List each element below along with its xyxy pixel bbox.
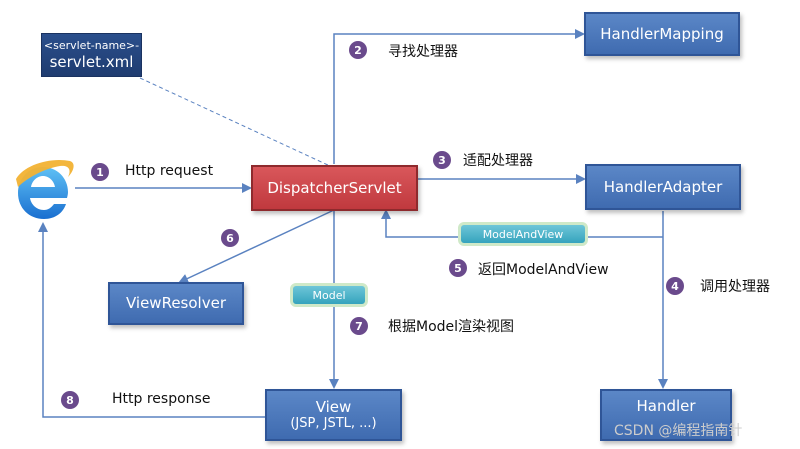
step-7-badge: 7 (350, 317, 368, 335)
dispatcher-servlet-label: DispatcherServlet (267, 178, 402, 197)
view-box: View (JSP, JSTL, ...) (265, 389, 402, 441)
watermark: CSDN @编程指南针 (614, 423, 743, 439)
internet-explorer-icon (16, 159, 74, 219)
find-handler-arrow (333, 29, 585, 164)
view-resolver-label: ViewResolver (125, 294, 226, 313)
step-2-badge: 2 (349, 41, 367, 59)
step-7-label: 根据Model渲染视图 (388, 319, 515, 335)
modelandview-tag-label: ModelAndView (482, 227, 564, 241)
step-4-badge: 4 (666, 277, 684, 295)
step-6-badge: 6 (221, 229, 239, 247)
model-tag-label: Model (312, 288, 346, 302)
handler-adapter-box: HandlerAdapter (585, 164, 741, 210)
model-tag: Model (290, 283, 368, 307)
handler-label: Handler (636, 397, 696, 415)
handler-adapter-label: HandlerAdapter (603, 177, 723, 196)
step-5-badge: 5 (449, 259, 467, 277)
step-3-label: 适配处理器 (463, 153, 533, 169)
viewresolver-arrow (178, 209, 335, 284)
view-resolver-box: ViewResolver (108, 282, 244, 325)
view-subtitle: (JSP, JSTL, ...) (290, 416, 377, 432)
step-1-badge: 1 (91, 163, 109, 181)
handler-mapping-box: HandlerMapping (584, 12, 740, 56)
step-8-label: Http response (112, 391, 211, 407)
dispatcher-servlet-box: DispatcherServlet (251, 165, 418, 211)
step-5-label: 返回ModelAndView (478, 262, 609, 278)
step-4-label: 调用处理器 (700, 279, 770, 295)
servlet-xml-text: servlet.xml (49, 52, 134, 71)
step-3-badge: 3 (433, 151, 451, 169)
modelandview-tag: ModelAndView (458, 222, 588, 246)
servlet-xml-box: <servlet-name>- servlet.xml (41, 33, 142, 77)
config-dashed-line (139, 77, 331, 167)
view-title: View (315, 397, 352, 416)
servlet-name-text: <servlet-name>- (43, 38, 140, 52)
step-2-label: 寻找处理器 (388, 44, 458, 60)
response-arrow (38, 222, 265, 418)
handler-mapping-label: HandlerMapping (600, 24, 724, 43)
step-8-badge: 8 (61, 391, 79, 409)
handler-box: Handler (600, 389, 732, 441)
step-1-label: Http request (125, 163, 214, 179)
